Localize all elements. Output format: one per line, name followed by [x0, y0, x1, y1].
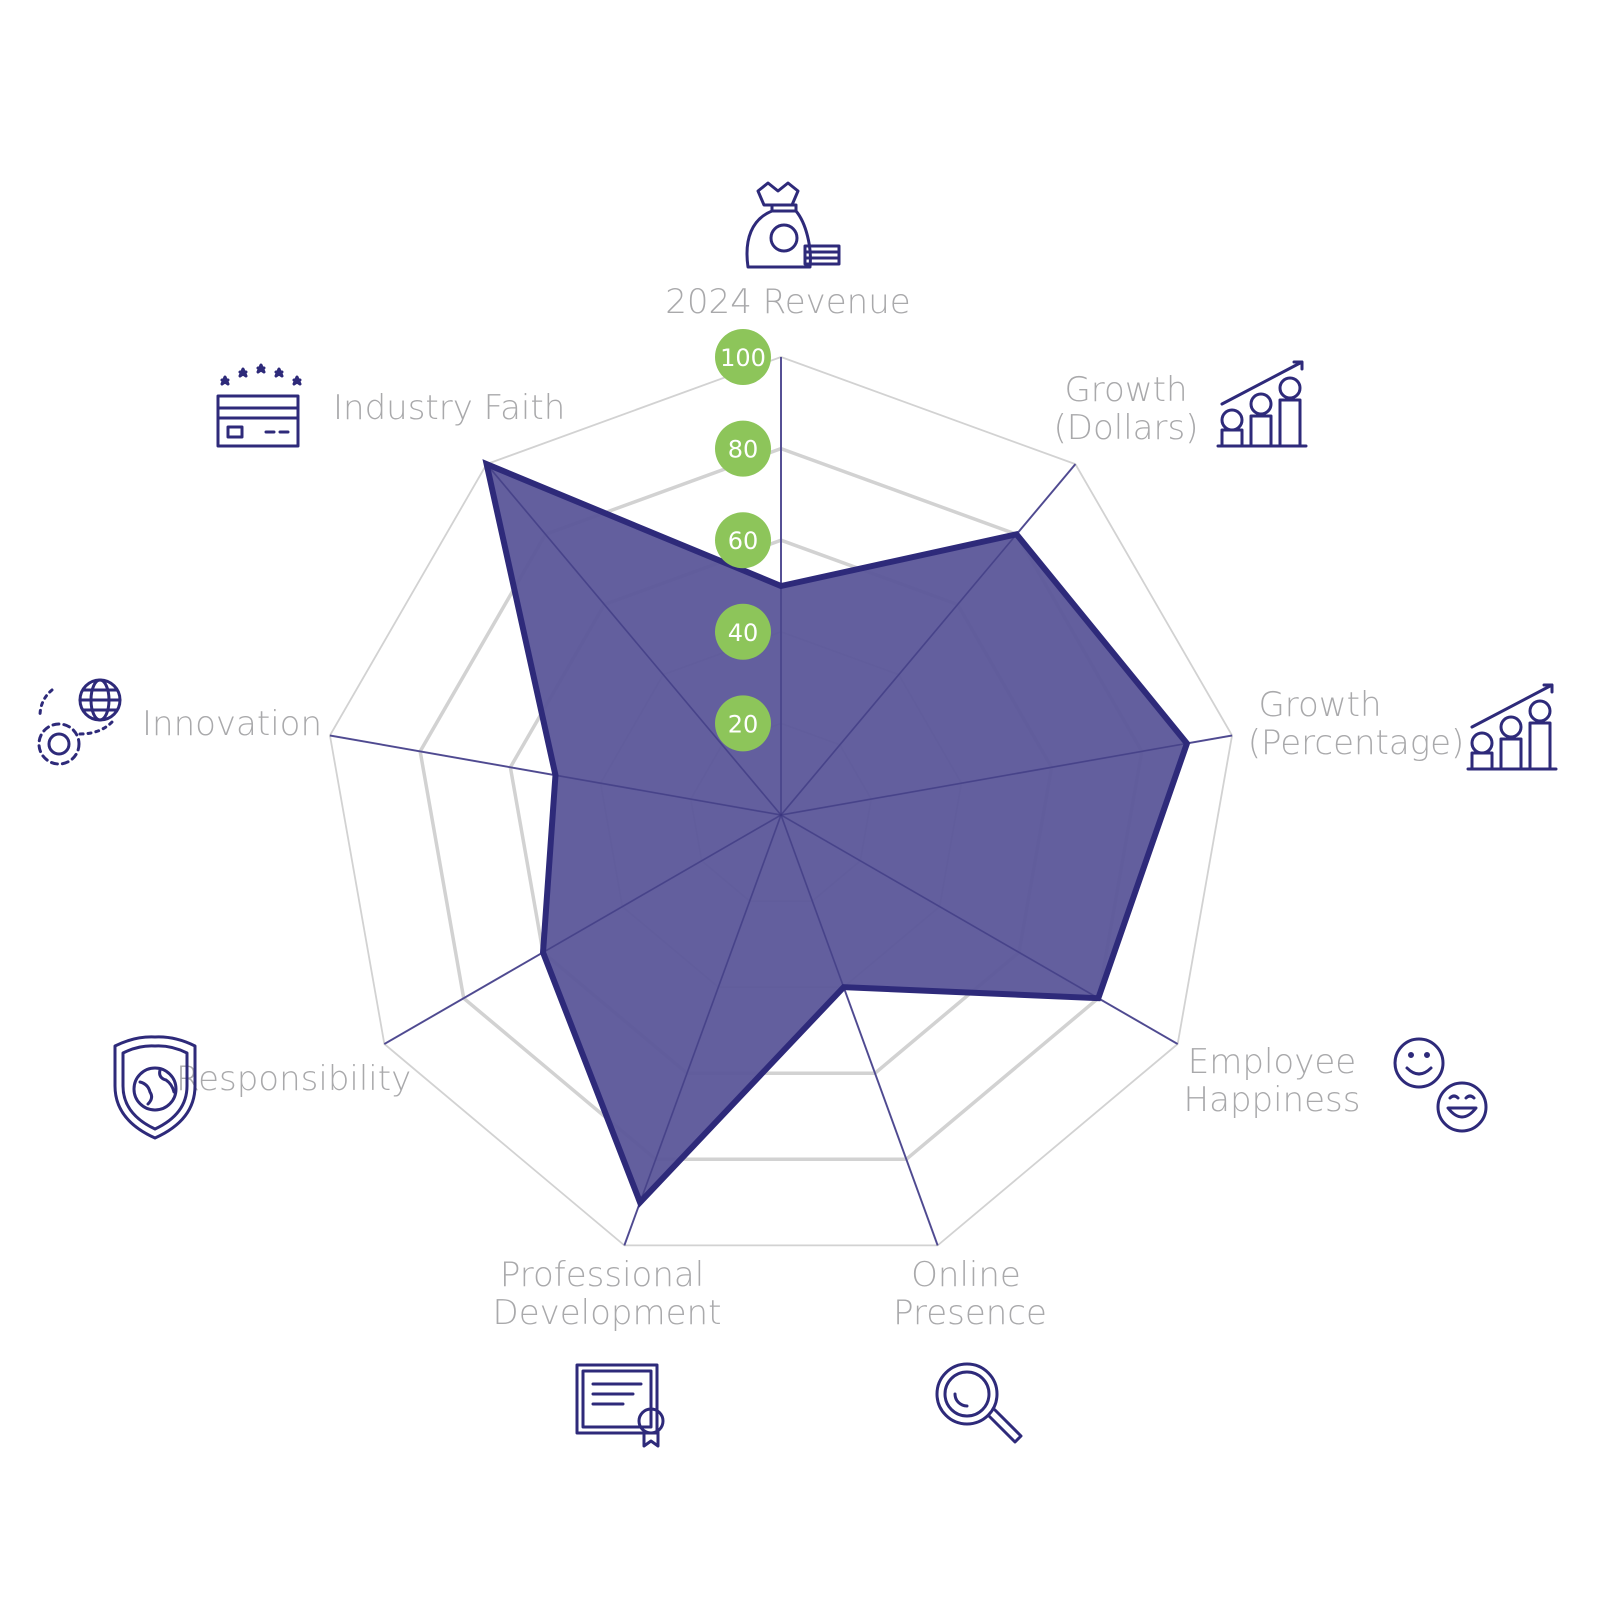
spoke-overlay-4	[780, 814, 939, 1246]
axis-label-online-presence-2: Presence	[893, 1293, 1047, 1333]
axis-label-employee-happiness-2: Happiness	[1184, 1080, 1361, 1120]
axis-label-innovation: Innovation	[142, 704, 322, 744]
series-area	[486, 464, 1187, 1203]
axis-labels: 2024 Revenue Growth (Dollars) Growth (Pe…	[142, 282, 1464, 1333]
axis-label-growth-dollars: Growth	[1064, 370, 1187, 410]
tick-label-40: 40	[728, 619, 759, 647]
coins-growth-icon-2	[1466, 683, 1558, 771]
axis-label-growth-dollars-2: (Dollars)	[1054, 408, 1199, 448]
tick-badge-40	[715, 603, 771, 660]
tick-badge-80	[715, 420, 771, 477]
spoke-overlay-2	[780, 734, 1233, 816]
series-outline	[482, 459, 1191, 1208]
certificate-icon	[575, 1363, 665, 1448]
grid-ring-100	[329, 356, 1233, 1247]
axis-label-professional-development: Professional	[500, 1255, 704, 1295]
spoke-overlay-5	[623, 814, 782, 1246]
tick-label-100: 100	[720, 344, 766, 372]
axis-label-growth-percentage: Growth	[1258, 685, 1381, 725]
tick-badge-100	[715, 329, 771, 385]
series	[329, 357, 1233, 1246]
tick-labels: 20 40 60 80 100	[715, 329, 771, 752]
tick-label-20: 20	[728, 710, 759, 738]
spoke-overlay-1	[780, 463, 1076, 816]
magnifier-icon	[935, 1362, 1023, 1444]
globe-gear-icon	[37, 678, 122, 766]
tick-badge-60	[715, 512, 771, 569]
axis-label-responsibility: Responsibility	[176, 1059, 411, 1099]
axis-label-industry-faith: Industry Faith	[333, 388, 565, 428]
axis-label-revenue: 2024 Revenue	[665, 282, 910, 322]
tick-label-60: 60	[728, 527, 759, 555]
tick-badge-20	[715, 695, 771, 752]
axis-label-online-presence: Online	[911, 1255, 1021, 1295]
smiley-faces-icon	[1393, 1037, 1488, 1133]
money-bag-icon	[745, 181, 841, 269]
axis-label-growth-percentage-2: (Percentage)	[1248, 723, 1465, 763]
coins-growth-icon	[1216, 360, 1308, 448]
globe-shield-icon	[113, 1035, 197, 1140]
tick-label-80: 80	[728, 436, 759, 464]
spoke-overlay-3	[780, 814, 1179, 1045]
rating-card-icon	[216, 363, 302, 448]
spoke-overlay-8	[486, 463, 782, 816]
axis-label-professional-development-2: Development	[493, 1293, 722, 1333]
spoke-overlay-6	[383, 814, 782, 1045]
axis-label-employee-happiness: Employee	[1188, 1042, 1356, 1082]
